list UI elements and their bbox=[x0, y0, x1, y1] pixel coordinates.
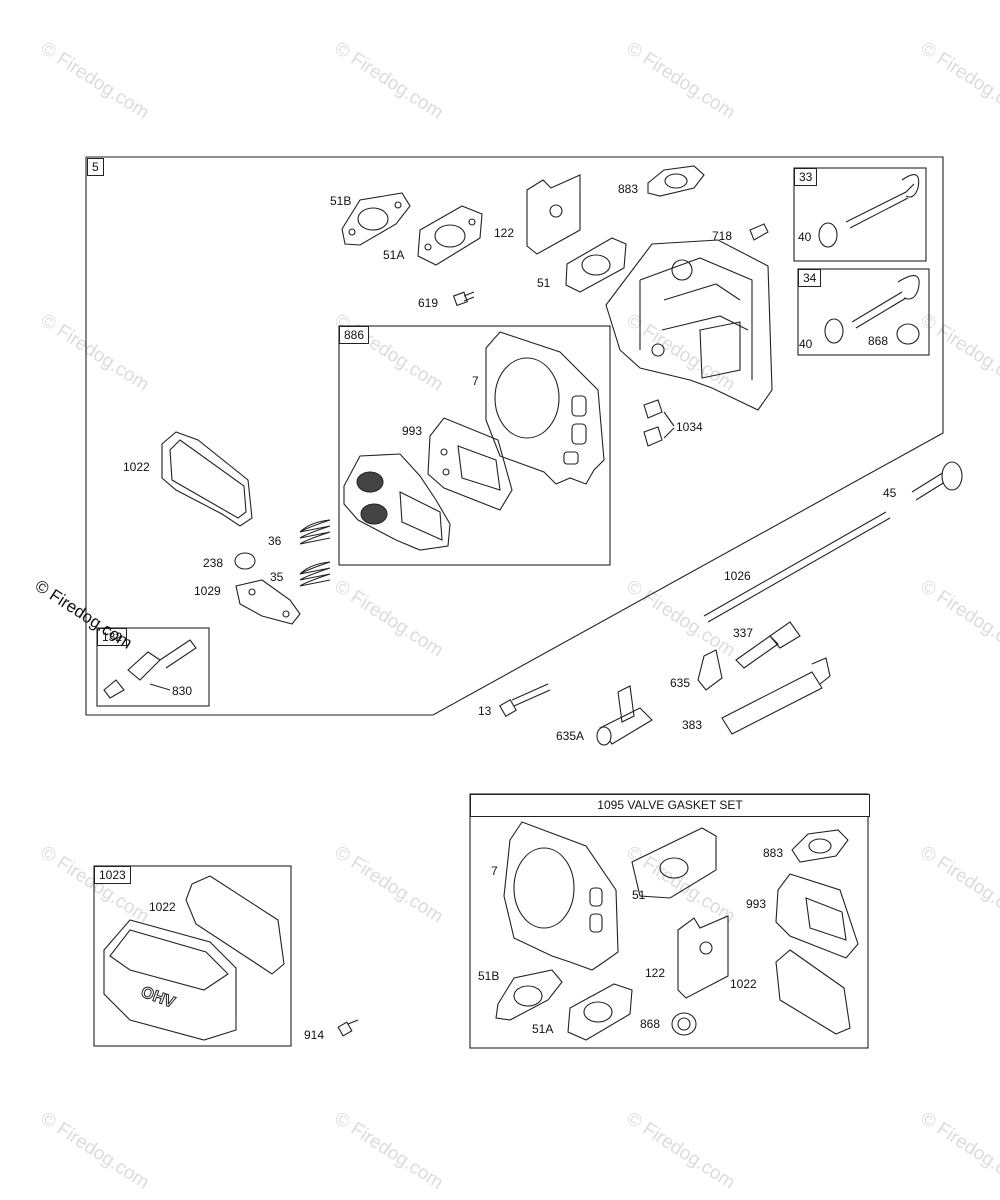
retainer-1034-shape bbox=[643, 399, 675, 447]
set-head-gasket-7-shape bbox=[503, 821, 619, 971]
label-35: 35 bbox=[270, 570, 284, 584]
cover-1023-frame bbox=[93, 865, 292, 1047]
valve-cover-shape: OHV bbox=[103, 919, 237, 1041]
label-51: 51 bbox=[537, 276, 551, 290]
cover-gasket-1022-lower-shape bbox=[185, 875, 285, 975]
breather-plate-shape bbox=[343, 453, 451, 551]
label-40-intake: 40 bbox=[798, 230, 812, 244]
set-gasket-51b-shape bbox=[495, 969, 563, 1021]
label-set-7: 7 bbox=[491, 864, 498, 878]
spark-plug-337-shape bbox=[735, 621, 801, 669]
label-635a: 635A bbox=[556, 729, 585, 743]
label-635: 635 bbox=[670, 676, 691, 690]
set-gasket-51a-shape bbox=[567, 983, 633, 1041]
label-51a: 51A bbox=[383, 248, 405, 262]
gasket-51a-shape bbox=[417, 205, 483, 266]
intake-valve-shape bbox=[818, 174, 920, 248]
set-plate-122-shape bbox=[677, 915, 729, 999]
label-1034: 1034 bbox=[676, 420, 703, 434]
label-set-883: 883 bbox=[763, 846, 784, 860]
pushrod-1026-shape bbox=[703, 511, 891, 623]
screw-914-shape bbox=[337, 1019, 359, 1037]
disc-238-shape bbox=[234, 552, 256, 570]
label-set-51a: 51A bbox=[532, 1022, 554, 1036]
label-868: 868 bbox=[868, 334, 889, 348]
cover-gasket-1022-shape bbox=[161, 431, 253, 527]
label-337: 337 bbox=[733, 626, 754, 640]
tag-886: 886 bbox=[339, 326, 370, 344]
label-set-51b: 51B bbox=[478, 969, 500, 983]
set-plate-993-shape bbox=[775, 873, 859, 959]
gasket-51-shape bbox=[565, 237, 627, 293]
label-122: 122 bbox=[494, 226, 515, 240]
gasket-51b-shape bbox=[341, 192, 411, 246]
cover-1029-shape bbox=[235, 579, 301, 625]
spring-36-shape bbox=[299, 519, 331, 545]
label-set-1022: 1022 bbox=[730, 977, 757, 991]
tag-34: 34 bbox=[798, 269, 822, 287]
label-830: 830 bbox=[172, 684, 193, 698]
label-36: 36 bbox=[268, 534, 282, 548]
bolt-619-shape bbox=[452, 291, 475, 307]
set-cover-gasket-1022-shape bbox=[775, 949, 851, 1035]
valve-830-shape bbox=[103, 639, 197, 699]
tag-33: 33 bbox=[794, 168, 818, 186]
svg-text:OHV: OHV bbox=[139, 984, 178, 1012]
cylinder-head-shape bbox=[605, 239, 773, 411]
tag-1023: 1023 bbox=[94, 866, 131, 884]
label-993: 993 bbox=[402, 424, 423, 438]
label-619: 619 bbox=[418, 296, 439, 310]
breather-132-frame bbox=[96, 627, 210, 707]
pin-718-shape bbox=[749, 223, 769, 241]
label-set-122: 122 bbox=[645, 966, 666, 980]
main-assembly-outline bbox=[85, 156, 944, 716]
label-383: 383 bbox=[682, 718, 703, 732]
tappet-45-shape bbox=[911, 461, 963, 501]
valve-33-frame bbox=[793, 167, 927, 262]
bolt-13-shape bbox=[499, 683, 551, 717]
plate-122-shape bbox=[526, 174, 581, 255]
label-51b: 51B bbox=[330, 194, 352, 208]
label-set-51: 51 bbox=[632, 888, 646, 902]
fitting-635a-shape bbox=[596, 685, 653, 746]
set-seal-868-shape bbox=[671, 1012, 697, 1036]
plate-993-shape bbox=[427, 417, 513, 511]
label-1022: 1022 bbox=[123, 460, 150, 474]
tag-5: 5 bbox=[87, 158, 104, 176]
label-883: 883 bbox=[618, 182, 639, 196]
elbow-635-shape bbox=[697, 649, 723, 691]
kit-886-frame bbox=[338, 325, 611, 566]
label-7: 7 bbox=[472, 374, 479, 388]
label-1026: 1026 bbox=[724, 569, 751, 583]
head-gasket-7-shape bbox=[485, 331, 605, 485]
spring-35-shape bbox=[299, 561, 331, 587]
label-238: 238 bbox=[203, 556, 224, 570]
label-914: 914 bbox=[304, 1028, 325, 1042]
label-13: 13 bbox=[478, 704, 492, 718]
label-718: 718 bbox=[712, 229, 733, 243]
valve-34-frame bbox=[797, 268, 930, 356]
exhaust-valve-shape bbox=[824, 275, 920, 345]
tube-383-shape bbox=[721, 657, 831, 735]
gasket-883-shape bbox=[647, 165, 705, 197]
gasket-set-title: 1095 VALVE GASKET SET bbox=[470, 794, 870, 817]
label-40-exhaust: 40 bbox=[799, 337, 813, 351]
tag-132: 132 bbox=[97, 628, 128, 646]
set-gasket-51-shape bbox=[631, 827, 717, 899]
label-1022-cover: 1022 bbox=[149, 900, 176, 914]
label-45: 45 bbox=[883, 486, 897, 500]
label-set-868: 868 bbox=[640, 1017, 661, 1031]
set-gasket-883-shape bbox=[791, 829, 849, 863]
label-set-993: 993 bbox=[746, 897, 767, 911]
label-1029: 1029 bbox=[194, 584, 221, 598]
